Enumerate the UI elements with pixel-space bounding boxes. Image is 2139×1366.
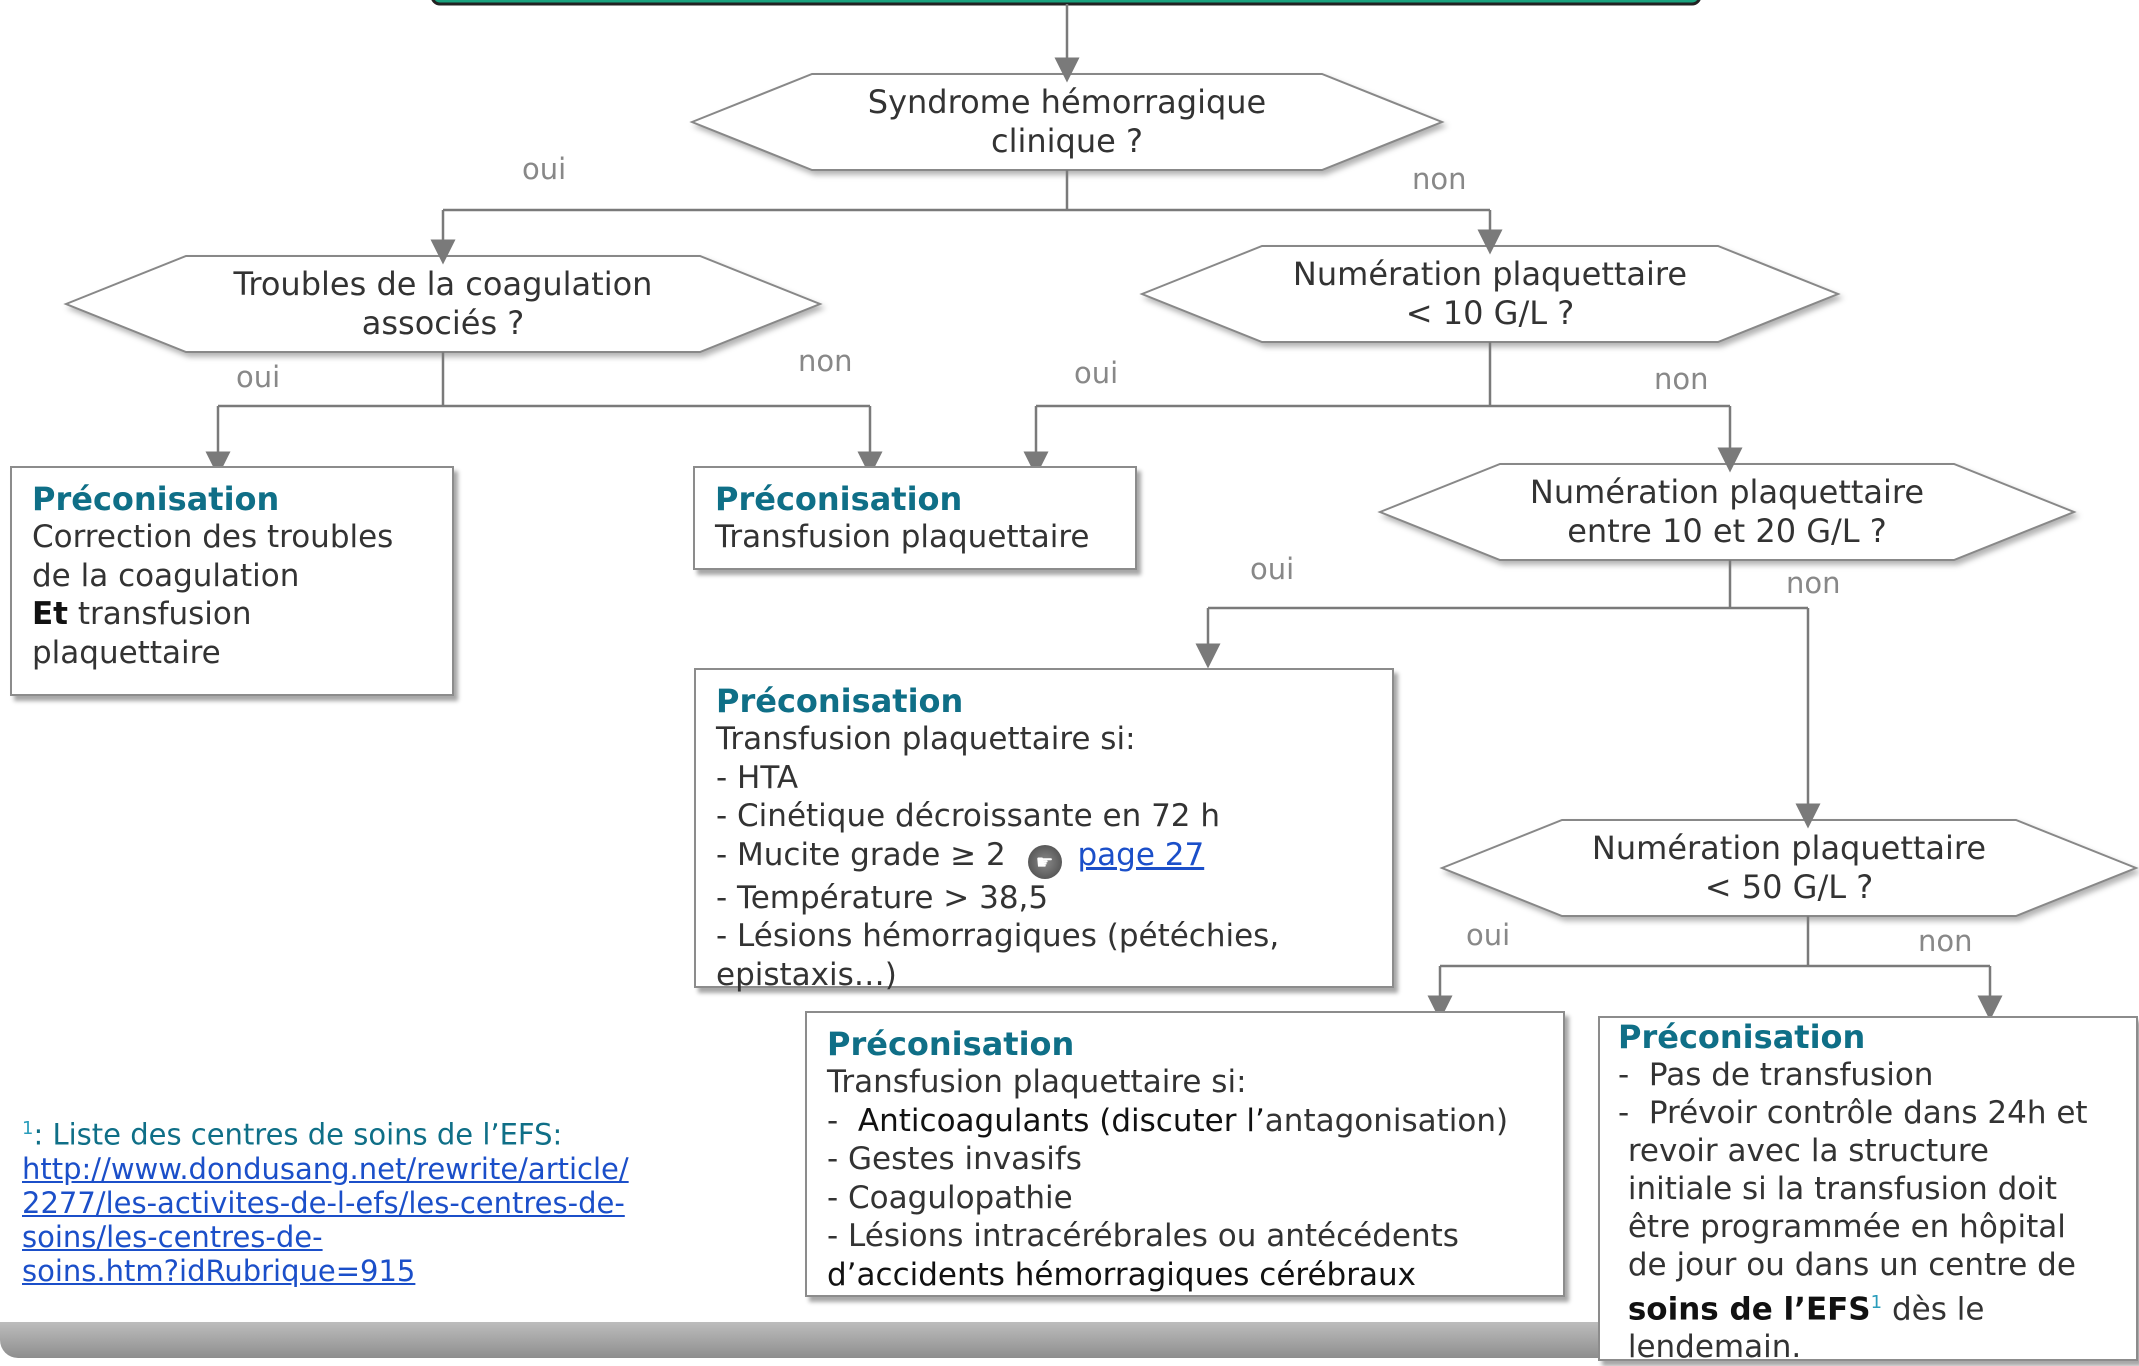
list-item: - Lésions hémorragiques (pétéchies,	[716, 918, 1280, 954]
box-line: lendemain.	[1618, 1329, 1802, 1366]
et-bold: Et	[32, 596, 68, 632]
bottom-gray-band	[0, 1322, 1598, 1358]
box-line: plaquettaire	[32, 634, 221, 671]
efs-url-line[interactable]: soins.htm?idRubrique=915	[22, 1253, 416, 1288]
box-heading: Préconisation	[827, 1025, 1075, 1063]
d4-no-label: non	[1786, 566, 1841, 600]
list-item: - Cinétique décroissante en 72 h	[716, 798, 1221, 834]
list-item: d’accidents hémorragiques cérébraux	[827, 1256, 1416, 1293]
recommendation-box-coagulation: Préconisation Correction des troubles de…	[10, 466, 454, 696]
box-line: initiale si la transfusion doit	[1618, 1171, 2058, 1207]
recommendation-box-no-transfusion: Préconisation - Pas de transfusion - Pré…	[1598, 1016, 2138, 1365]
decision-hexagon-4	[1377, 463, 2077, 561]
d3-no-label: non	[1654, 362, 1709, 396]
box-line: Et transfusion	[32, 595, 432, 634]
footnote-title-text: : Liste des centres de soins de l’EFS:	[33, 1117, 563, 1152]
d2-yes-label: oui	[236, 360, 281, 394]
box-line: revoir avec la structure	[1618, 1133, 1989, 1169]
decision-hexagon-2	[63, 255, 823, 353]
list-item: - Mucite grade ≥ 2 ☛ page 27	[716, 836, 1372, 879]
footnote-title: 1: Liste des centres de soins de l’EFS:	[22, 1112, 682, 1152]
box-heading: Préconisation	[716, 682, 964, 720]
box-line-rest: dès le	[1882, 1291, 1985, 1328]
d5-no-label: non	[1918, 924, 1973, 958]
recommendation-box-transfusion: Préconisation Transfusion plaquettaire	[693, 466, 1137, 570]
criteria-list: - Anticoagulants (discuter l’antagonisat…	[827, 1102, 1543, 1295]
list-item-rest: antagonisation)	[1264, 1102, 1509, 1139]
box-line: Transfusion plaquettaire	[715, 519, 1090, 555]
d2-no-label: non	[798, 344, 853, 378]
recommendation-box-50: Préconisation Transfusion plaquettaire s…	[805, 1011, 1565, 1297]
list-dash: -	[827, 1102, 858, 1139]
footnote-ref: 1	[1870, 1292, 1883, 1313]
efs-bold: soins de l’EFS	[1627, 1291, 1871, 1328]
d5-yes-label: oui	[1466, 918, 1511, 952]
box-intro: Transfusion plaquettaire si:	[827, 1064, 1247, 1100]
box-heading: Préconisation	[32, 480, 280, 518]
footnote-sup: 1	[22, 1118, 34, 1139]
box-heading: Préconisation	[1618, 1018, 1866, 1056]
page-27-link[interactable]: page 27	[1077, 836, 1205, 873]
d3-yes-label: oui	[1074, 356, 1119, 390]
box-line: - Pas de transfusion	[1618, 1057, 1934, 1093]
d1-yes-label: oui	[522, 152, 567, 186]
box-heading: Préconisation	[715, 480, 963, 518]
top-header-bar	[431, 0, 1701, 6]
anticoagulants-text: Anticoagulants (discuter l’	[857, 1102, 1265, 1139]
d1-no-label: non	[1412, 162, 1467, 196]
decision-hexagon-3	[1139, 245, 1841, 343]
recommendation-box-10-20: Préconisation Transfusion plaquettaire s…	[694, 668, 1394, 993]
list-item: epistaxis…)	[716, 956, 897, 993]
decision-hexagon-5	[1439, 819, 2139, 917]
box-line: Correction des troubles	[32, 519, 394, 555]
decision-1-text: Syndrome hémorragique clinique ?	[867, 83, 1267, 160]
box-line: de jour ou dans un centre de	[1618, 1247, 2076, 1283]
efs-url-line[interactable]: soins/les-centres-de-	[22, 1219, 323, 1254]
efs-url-line[interactable]: http://www.dondusang.net/rewrite/article…	[22, 1151, 629, 1186]
list-item: - Coagulopathie	[827, 1179, 1073, 1216]
efs-url-line[interactable]: 2277/les-activites-de-l-efs/les-centres-…	[22, 1185, 625, 1220]
decision-2-text: Troubles de la coagulation associés ?	[233, 265, 653, 342]
box-line-rest: transfusion	[68, 596, 252, 632]
box-line: soins de l’EFS1 dès le	[1618, 1284, 2122, 1328]
list-item-text: - Mucite grade ≥ 2	[716, 836, 1006, 873]
list-item: - HTA	[716, 759, 799, 796]
d4-yes-label: oui	[1250, 552, 1295, 586]
box-line: de la coagulation	[32, 557, 300, 594]
box-line: - Prévoir contrôle dans 24h et	[1618, 1095, 2088, 1131]
criteria-list: - HTA - Cinétique décroissante en 72 h -…	[716, 759, 1372, 995]
hand-pointer-icon: ☛	[1027, 844, 1062, 879]
footnote: 1: Liste des centres de soins de l’EFS: …	[22, 1112, 682, 1288]
box-line: être programmée en hôpital	[1618, 1209, 2066, 1245]
list-item: - Anticoagulants (discuter l’antagonisat…	[827, 1102, 1543, 1141]
decision-4-text: Numération plaquettaire entre 10 et 20 G…	[1529, 473, 1925, 550]
decision-5-text: Numération plaquettaire < 50 G/L ?	[1591, 829, 1987, 906]
decision-3-text: Numération plaquettaire < 10 G/L ?	[1292, 255, 1688, 332]
list-item: - Température > 38,5	[716, 879, 1049, 916]
decision-hexagon-1	[689, 73, 1445, 171]
list-item: - Lésions intracérébrales ou antécédents	[827, 1218, 1459, 1254]
list-item: - Gestes invasifs	[827, 1141, 1082, 1177]
box-intro: Transfusion plaquettaire si:	[716, 721, 1136, 757]
